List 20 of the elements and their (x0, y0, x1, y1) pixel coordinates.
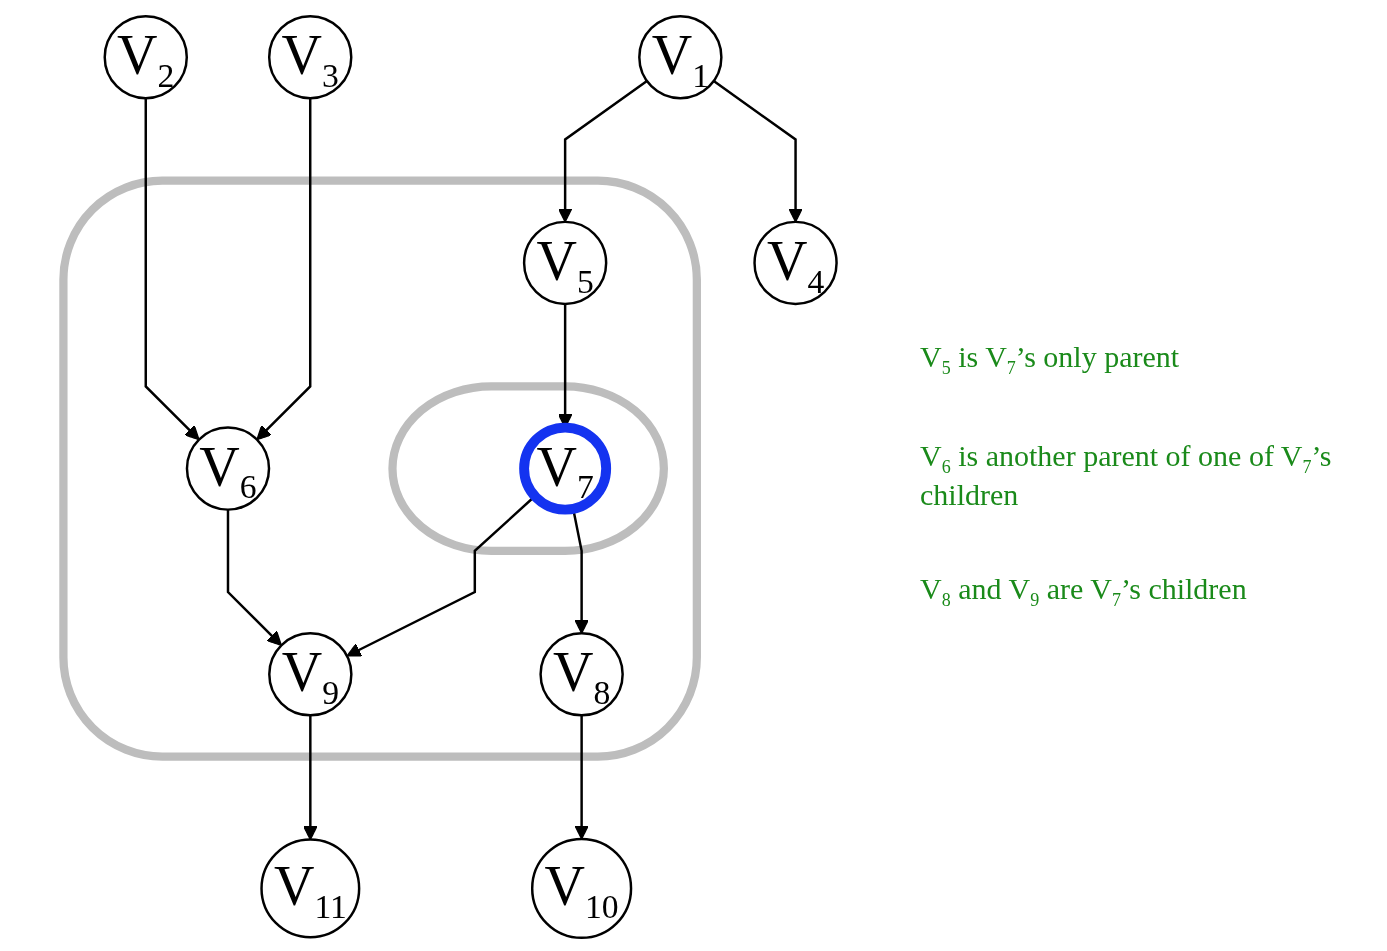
node-circle: V$_{3}$ (267, 14, 353, 100)
node-circle: V$_{10}$ (530, 837, 633, 940)
cluster (59, 176, 701, 761)
annotation-note: V$_{5}$ is V$_{7}$’s only parent (920, 340, 1181, 379)
arrow (226, 509, 282, 646)
node-circle: V$_{8}$ (539, 632, 624, 717)
annotation-note: V$_{6}$ is another parent of one of V$_{7}$’s children (920, 439, 1333, 512)
cluster (388, 382, 668, 555)
node-circle: V$_{7}$ (519, 422, 612, 515)
node-circle: V$_{9}$ (268, 632, 353, 717)
node-circle: V$_{6}$ (185, 426, 271, 511)
node-circle: V$_{4}$ (753, 220, 838, 306)
node-circle: V$_{11}$ (260, 838, 361, 939)
arrow (144, 98, 200, 441)
arrow (574, 715, 589, 840)
node-circle: V$_{5}$ (522, 220, 608, 306)
node-circle: V$_{2}$ (103, 14, 188, 100)
arrow (256, 98, 312, 441)
node-circle: V$_{1}$ (638, 14, 723, 100)
annotation-note: V$_{8}$ and V$_{9}$ are V$_{7}$’s children (920, 572, 1248, 611)
